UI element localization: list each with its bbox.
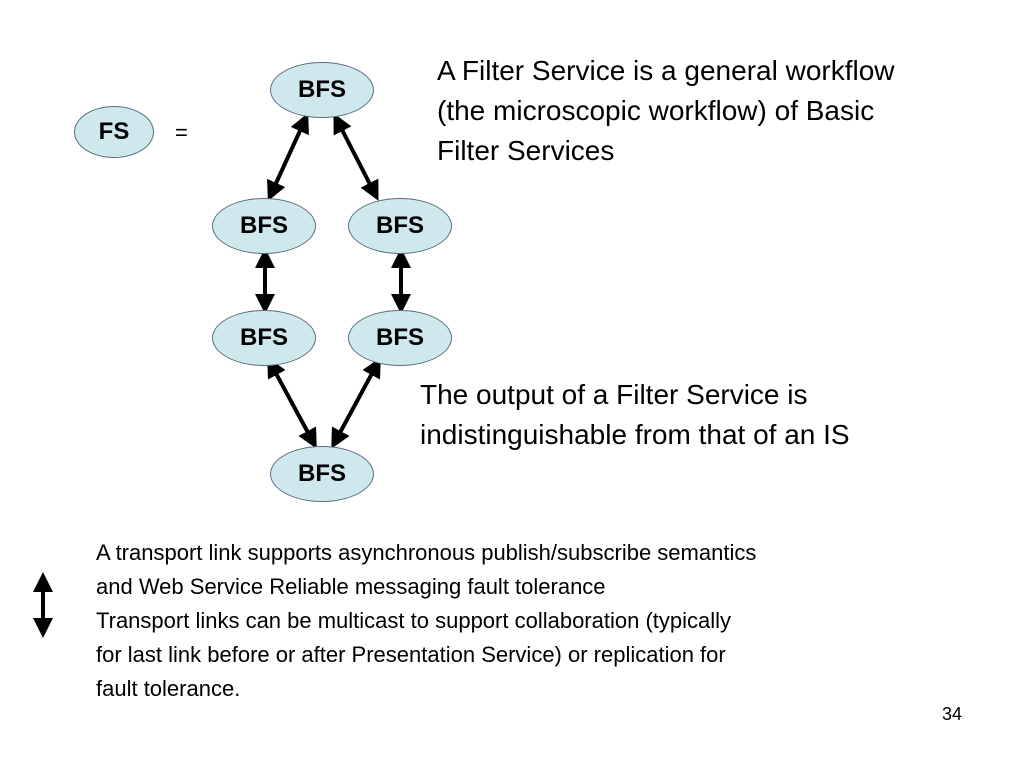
node-bfs-low-right-label: BFS xyxy=(376,324,424,351)
filter-service-line-1: A Filter Service is a general workflow xyxy=(437,55,895,86)
node-bfs-bottom: BFS xyxy=(270,446,374,502)
node-fs-label: FS xyxy=(98,118,130,145)
node-bfs-mid-left: BFS xyxy=(212,198,316,254)
node-bfs-low-right: BFS xyxy=(348,310,452,366)
node-bfs-low-left: BFS xyxy=(212,310,316,366)
legend-line-3: Transport links can be multicast to supp… xyxy=(96,608,732,633)
output-line-2: indistinguishable from that of an IS xyxy=(420,419,850,450)
node-bfs-mid-left-label: BFS xyxy=(240,212,288,239)
equals-sign: = xyxy=(175,120,188,145)
filter-service-line-2: (the microscopic workflow) of Basic xyxy=(437,95,875,126)
legend-line-5: fault tolerance. xyxy=(96,676,241,701)
node-bfs-mid-right: BFS xyxy=(348,198,452,254)
link-top-to-mid-right xyxy=(333,113,379,201)
node-bfs-low-left-label: BFS xyxy=(240,324,288,351)
link-low-right-to-bottom xyxy=(331,357,381,449)
link-top-to-mid-left xyxy=(267,112,309,202)
node-bfs-mid-right-label: BFS xyxy=(376,212,424,239)
link-low-left-to-bottom xyxy=(267,357,317,449)
output-description: The output of a Filter Service is indist… xyxy=(420,375,850,455)
node-fs: FS xyxy=(74,106,154,158)
filter-service-line-3: Filter Services xyxy=(437,135,615,166)
node-bfs-top: BFS xyxy=(270,62,374,118)
legend-line-4: for last link before or after Presentati… xyxy=(96,642,726,667)
output-line-1: The output of a Filter Service is xyxy=(420,379,808,410)
slide-number: 34 xyxy=(941,704,962,724)
filter-service-description: A Filter Service is a general workflow (… xyxy=(437,51,895,171)
legend-line-2: and Web Service Reliable messaging fault… xyxy=(96,574,606,599)
node-bfs-top-label: BFS xyxy=(298,76,346,103)
transport-link-legend: A transport link supports asynchronous p… xyxy=(96,536,756,706)
node-bfs-bottom-label: BFS xyxy=(298,460,346,487)
legend-line-1: A transport link supports asynchronous p… xyxy=(96,540,757,565)
